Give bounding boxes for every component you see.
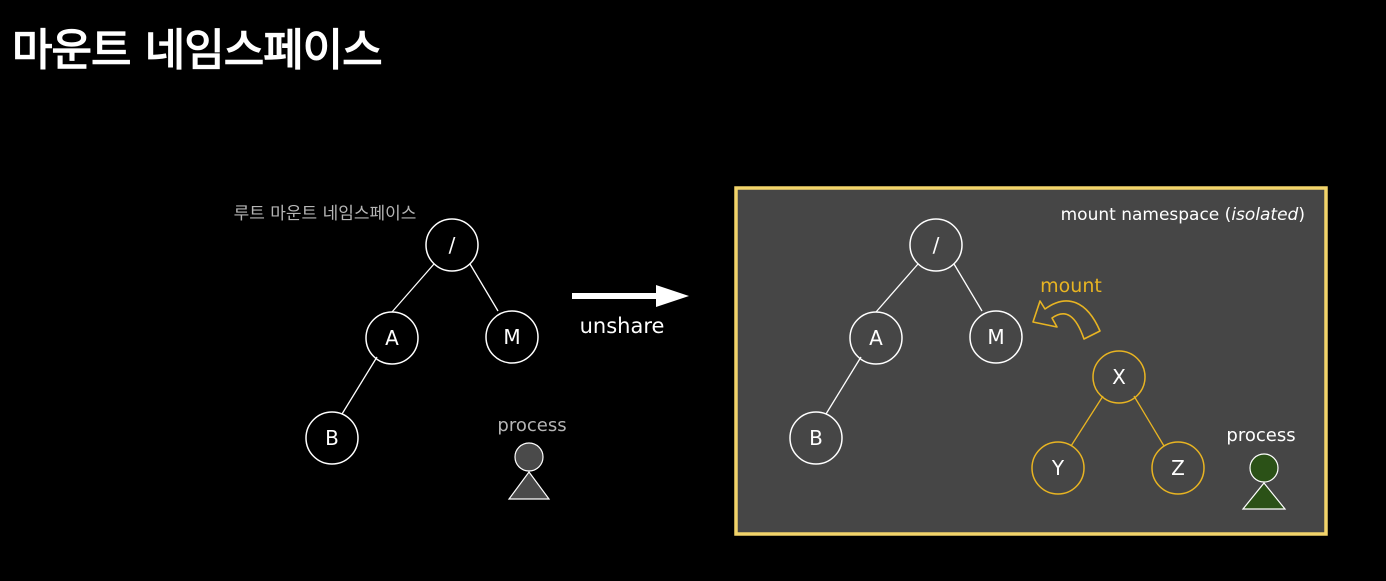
node-m-isolated-label: M: [987, 325, 1004, 349]
node-x: X: [1092, 350, 1146, 404]
edge-root-m: [469, 263, 499, 312]
node-y: Y: [1031, 441, 1085, 495]
right-process-label: process: [1226, 425, 1295, 446]
edge-root-a-isolated: [875, 263, 919, 313]
edge-x-z: [1133, 395, 1165, 447]
isolated-namespace-label: mount namespace (isolated): [1061, 205, 1305, 225]
unshare-label: unshare: [580, 314, 665, 338]
left-process-icon: [507, 442, 551, 500]
node-x-label: X: [1112, 365, 1126, 389]
node-m-label: M: [503, 325, 520, 349]
edge-a-b: [341, 356, 378, 415]
edge-root-a: [391, 263, 435, 313]
isolated-namespace-box: mount namespace (isolated) / A M B mount: [734, 186, 1328, 536]
node-m-isolated: M: [969, 310, 1023, 364]
edge-a-b-isolated: [825, 356, 862, 415]
node-z-label: Z: [1171, 456, 1185, 480]
node-y-label: Y: [1051, 456, 1065, 480]
left-process-label: process: [497, 415, 566, 436]
node-b-isolated: B: [789, 411, 843, 465]
node-root-isolated-label: /: [933, 233, 940, 257]
edge-x-y: [1070, 395, 1104, 447]
edge-root-m-isolated: [953, 263, 983, 312]
mount-arrow-icon: [1032, 300, 1101, 340]
unshare-arrow: [572, 285, 689, 307]
node-m: M: [485, 310, 539, 364]
node-z: Z: [1151, 441, 1205, 495]
node-a-label: A: [385, 326, 399, 350]
node-a-isolated: A: [849, 311, 903, 365]
node-root: /: [425, 218, 479, 272]
root-namespace-label: 루트 마운트 네임스페이스: [234, 204, 417, 224]
node-b-label: B: [325, 426, 339, 450]
node-b-isolated-label: B: [809, 426, 823, 450]
slide-title: 마운트 네임스페이스: [12, 25, 383, 76]
root-namespace-tree: 루트 마운트 네임스페이스 / A M B process: [234, 204, 567, 500]
node-a-isolated-label: A: [869, 326, 883, 350]
mount-label: mount: [1040, 275, 1102, 297]
node-root-isolated: /: [909, 218, 963, 272]
node-b: B: [305, 411, 359, 465]
node-root-label: /: [449, 233, 456, 257]
node-a: A: [365, 311, 419, 365]
right-process-icon: [1241, 453, 1287, 510]
